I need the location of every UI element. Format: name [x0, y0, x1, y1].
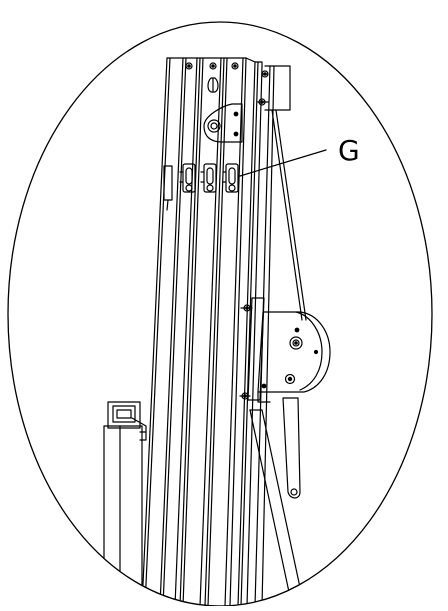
latch-2 [200, 163, 217, 193]
telescopic-mast [141, 57, 275, 606]
connecting-plate [203, 103, 243, 143]
latch-3 [222, 163, 239, 193]
top-pulley-bracket [257, 65, 291, 111]
support-leg [249, 409, 305, 606]
mast-top-holes [185, 62, 239, 93]
callout-label-g: G [338, 134, 360, 167]
locking-latches [163, 163, 239, 211]
detail-view-oval [7, 21, 433, 607]
winch-cable [271, 109, 307, 321]
winch-mount-plate [239, 297, 265, 401]
winch [257, 311, 331, 403]
callout-leader-line [239, 149, 327, 177]
winch-crank-arm [282, 397, 301, 499]
latch-1 [179, 163, 196, 193]
